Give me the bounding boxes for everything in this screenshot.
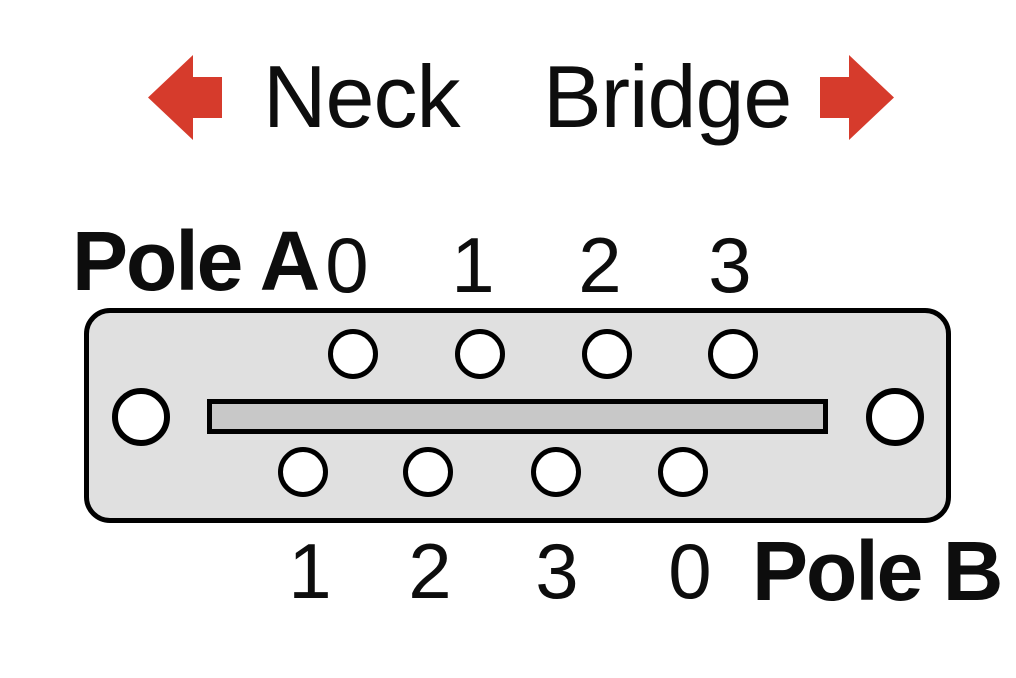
pole-b-terminal-number-1: 1 <box>288 527 332 615</box>
terminal-pole-b-0 <box>658 447 708 497</box>
neck-direction-arrow-icon <box>148 55 222 140</box>
pole-a-terminal-number-2: 2 <box>578 221 622 309</box>
lever-slot <box>207 399 828 434</box>
pole-a-terminal-number-0: 0 <box>325 221 369 309</box>
mounting-hole-right <box>866 388 924 446</box>
pole-b-terminal-number-3: 3 <box>535 527 579 615</box>
mounting-hole-left <box>112 388 170 446</box>
terminal-pole-a-1 <box>455 329 505 379</box>
pole-b-terminal-number-0: 0 <box>668 527 712 615</box>
terminal-pole-a-0 <box>328 329 378 379</box>
bridge-direction-arrow-icon <box>820 55 894 140</box>
bridge-label: Bridge <box>543 47 792 146</box>
terminal-pole-b-2 <box>403 447 453 497</box>
pole-b-label: Pole B <box>752 524 1003 618</box>
pole-a-terminal-number-1: 1 <box>451 221 495 309</box>
neck-label: Neck <box>263 47 460 146</box>
pole-b-terminal-number-2: 2 <box>408 527 452 615</box>
terminal-pole-b-1 <box>278 447 328 497</box>
terminal-pole-b-3 <box>531 447 581 497</box>
pole-a-label: Pole A <box>72 214 320 308</box>
pole-a-terminal-number-3: 3 <box>708 221 752 309</box>
terminal-pole-a-3 <box>708 329 758 379</box>
terminal-pole-a-2 <box>582 329 632 379</box>
